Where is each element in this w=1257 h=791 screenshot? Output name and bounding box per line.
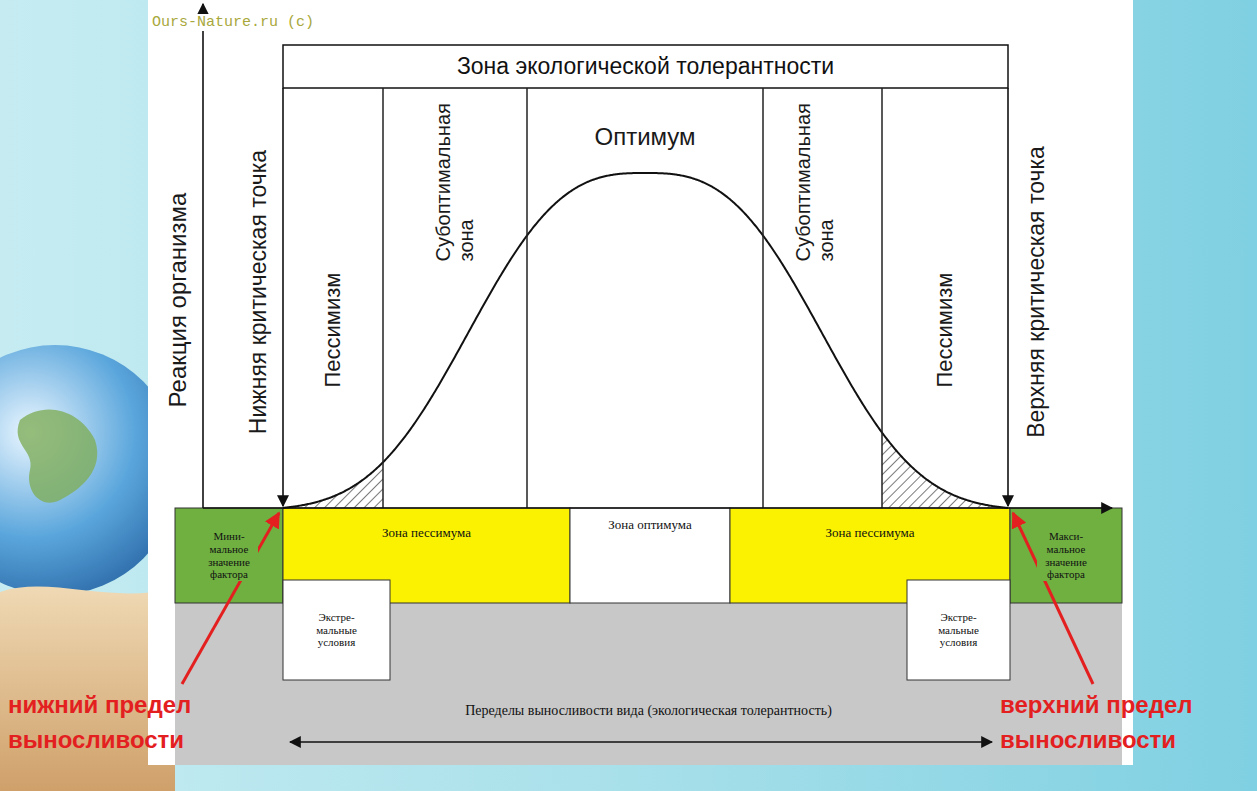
- watermark: Ours-Nature.ru (c): [152, 14, 314, 31]
- zone-label: Субоптимальная зона: [432, 87, 478, 262]
- header-box: Зона экологической толерантности: [283, 45, 1008, 88]
- max-factor-box-fill: [1010, 508, 1122, 603]
- node-text: Экстре-мальные условия: [308, 611, 366, 649]
- node-text: Мини-мальное значение фактора: [200, 530, 258, 581]
- node-text: Переделы выносливости вида (экологическа…: [465, 703, 832, 719]
- panel: [148, 0, 1133, 765]
- node-text: Макси-мальное значение фактора: [1037, 530, 1095, 581]
- tolerance-band-fill: [175, 603, 1122, 765]
- node-text: Экстре-мальные условия: [930, 611, 988, 649]
- optimum-zone: Зона оптимума: [570, 508, 730, 603]
- critical-point-label: Нижняя критическая точка: [245, 150, 271, 434]
- limit-label: верхний предел выносливости: [1000, 688, 1250, 758]
- zone-label: Субоптимальная зона: [792, 87, 838, 262]
- node-text: Зона оптимума: [608, 518, 692, 533]
- hatched-area: [882, 433, 1008, 508]
- critical-point-label: Верхняя критическая точка: [1023, 146, 1049, 438]
- min-factor-box: Мини-мальное значение фактора: [175, 508, 283, 603]
- header-box-fill: [283, 45, 1008, 88]
- axis-label: Реакция организма: [164, 193, 192, 408]
- zone-label: Пессимизм: [320, 273, 345, 388]
- zone-label: Пессимизм: [932, 273, 957, 388]
- optimum-zone-fill: [570, 508, 730, 603]
- limit-label: нижний предел выносливости: [8, 688, 223, 758]
- node-text: Зона экологической толерантности: [457, 53, 834, 79]
- node-text: Зона пессимума: [825, 526, 914, 541]
- min-factor-box-fill: [175, 508, 283, 603]
- extreme-box-fill: [907, 580, 1010, 680]
- critical-point-arrow: [1007, 88, 1009, 506]
- tolerance-range-arrow: [290, 741, 992, 743]
- tolerance-curve: [283, 173, 1008, 508]
- pessimum-zone: Зона пессимума: [730, 508, 1010, 603]
- x-axis: [203, 507, 1112, 509]
- zone-label: Оптимум: [594, 123, 695, 151]
- pointer-arrow: [182, 513, 279, 684]
- hatched-area: [283, 462, 383, 508]
- critical-point-arrow: [282, 88, 284, 506]
- zone-divider: [881, 88, 883, 508]
- max-factor-box: Макси-мальное значение фактора: [1010, 508, 1122, 603]
- extreme-box: Экстре-мальные условия: [283, 580, 390, 680]
- y-axis: [202, 4, 204, 508]
- zone-divider: [526, 88, 528, 508]
- node-text: Зона пессимума: [382, 526, 471, 541]
- zone-divider: [382, 88, 384, 508]
- globe-land: [18, 410, 98, 503]
- extreme-box: Экстре-мальные условия: [907, 580, 1010, 680]
- zone-divider: [762, 88, 764, 508]
- pessimum-zone: Зона пессимума: [283, 508, 570, 603]
- extreme-box-fill: [283, 580, 390, 680]
